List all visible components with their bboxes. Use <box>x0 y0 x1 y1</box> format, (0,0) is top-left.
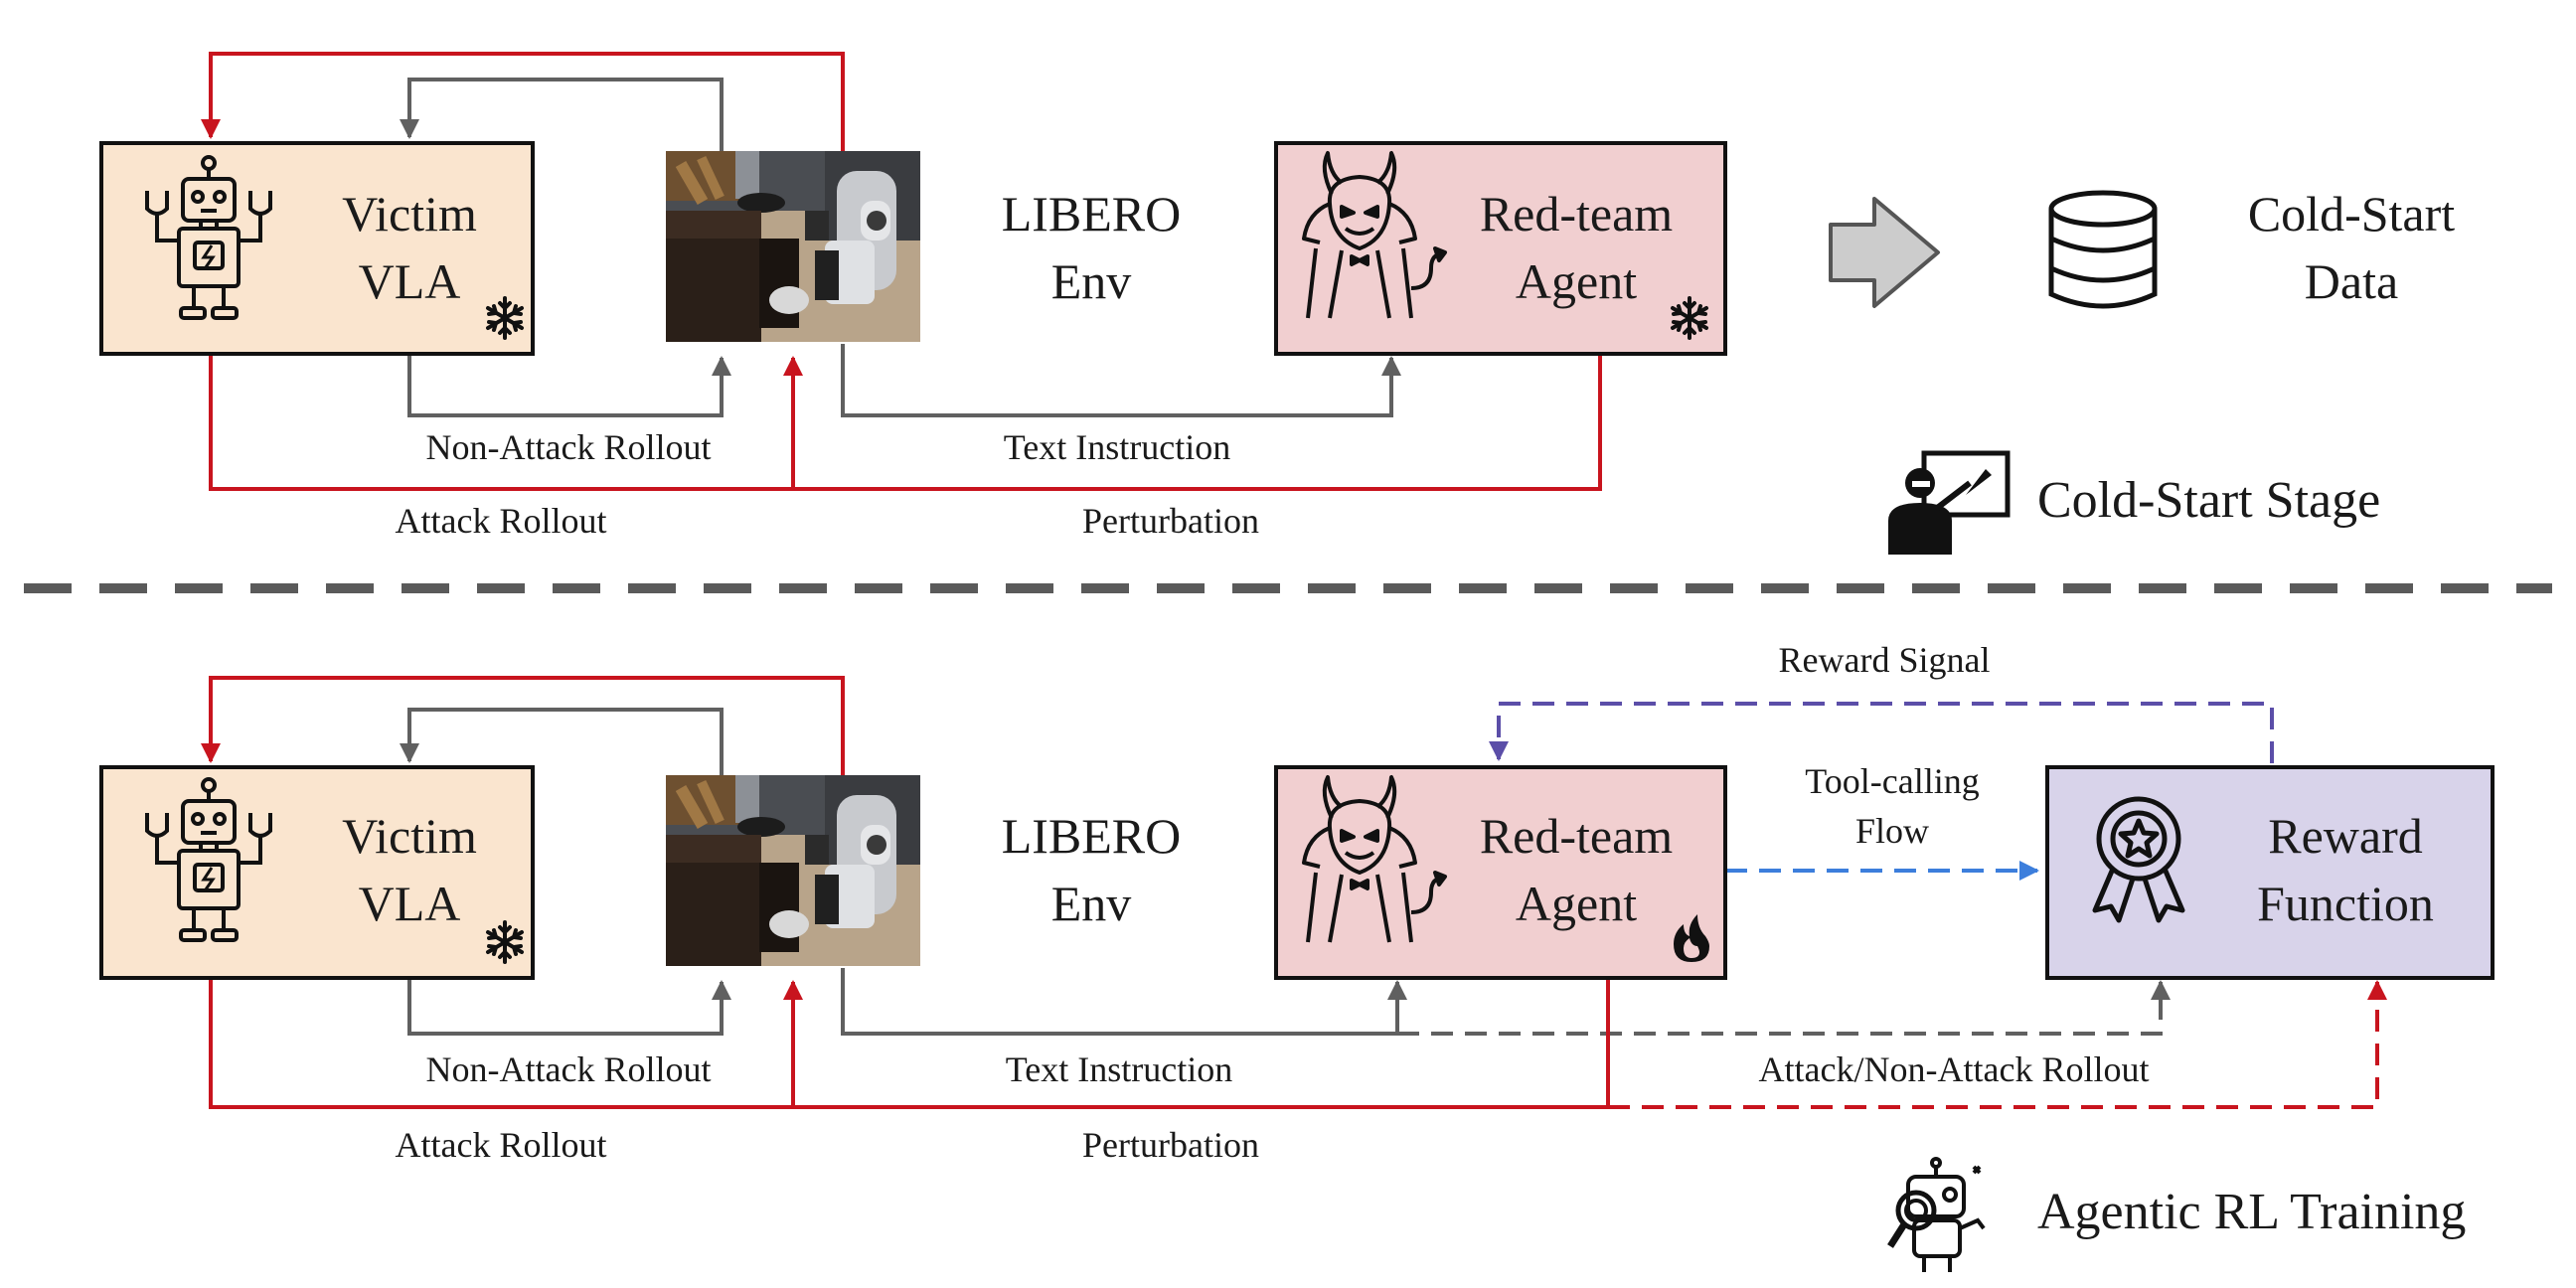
cold-non-attack-rollout-arrow <box>407 354 731 417</box>
cold-victim-line2: VLA <box>359 253 461 309</box>
teacher-icon <box>1888 453 2008 555</box>
cold-attack-rollout-label: Attack Rollout <box>396 501 607 541</box>
rl-env-observation-arrow <box>400 708 724 775</box>
cold-start-stage-title: Cold-Start Stage <box>2037 472 2380 529</box>
robot-magnifier-icon <box>1890 1159 1984 1272</box>
cold-text-instruction-arrow <box>841 344 1401 417</box>
rl-non-attack-rollout-arrow <box>407 978 731 1036</box>
rl-attack-rollout-arrow <box>209 978 2387 1109</box>
right-arrow-icon <box>1829 197 1940 308</box>
rl-victim-line2: VLA <box>359 876 461 931</box>
cold-redteam-line1: Red-team <box>1480 186 1673 242</box>
cold-data-line1: Cold-Start <box>2248 186 2455 242</box>
cold-victim-vla-box: Victim VLA <box>99 141 535 356</box>
rl-redteam-line2: Agent <box>1516 876 1637 931</box>
rl-reward-line1: Reward <box>2268 808 2423 864</box>
cold-redteam-agent-box: Red-team Agent <box>1274 141 1727 356</box>
cold-env-observation-arrow <box>400 78 724 151</box>
rl-training-stage-title: Agentic RL Training <box>2037 1184 2466 1240</box>
cold-env-line2: Env <box>1051 253 1132 309</box>
rl-non-attack-rollout-label: Non-Attack Rollout <box>426 1049 712 1089</box>
rl-env-line2: Env <box>1051 876 1132 931</box>
rl-redteam-agent-box: Red-team Agent <box>1274 765 1727 980</box>
rl-attack-non-attack-rollout-label: Attack/Non-Attack Rollout <box>1759 1049 2150 1089</box>
rl-env-line1: LIBERO <box>1002 808 1182 864</box>
cold-non-attack-rollout-label: Non-Attack Rollout <box>426 427 712 467</box>
rl-victim-line1: Victim <box>342 808 477 864</box>
cold-victim-line1: Victim <box>342 186 477 242</box>
rl-reward-signal-label: Reward Signal <box>1779 640 1991 680</box>
rl-redteam-line1: Red-team <box>1480 808 1673 864</box>
cold-attack-rollout-arrow <box>209 354 1602 491</box>
rl-tool-calling-label-1: Tool-calling <box>1805 761 1979 801</box>
rl-tool-calling-label-2: Flow <box>1855 811 1929 851</box>
cold-redteam-feedback-arrow <box>201 52 845 151</box>
rl-reward-signal-arrow <box>1489 702 2274 763</box>
rl-attack-non-attack-rollout-arrow <box>1397 980 2171 1036</box>
cold-perturbation-label: Perturbation <box>1082 501 1259 541</box>
rl-reward-function-box: Reward Function <box>2045 765 2495 980</box>
rl-text-instruction-arrow <box>841 968 1407 1036</box>
cold-redteam-line2: Agent <box>1516 253 1637 309</box>
rl-attack-rollout-label: Attack Rollout <box>396 1125 607 1165</box>
rl-perturbation-label: Perturbation <box>1082 1125 1259 1165</box>
cold-start-section: Victim VLA LIBERO Env Red-team Agent Col… <box>99 52 2455 555</box>
cold-env-line1: LIBERO <box>1002 186 1182 242</box>
cold-text-instruction-label: Text Instruction <box>1004 427 1230 467</box>
rl-redteam-feedback-arrow <box>201 676 845 775</box>
rl-reward-line2: Function <box>2257 876 2434 931</box>
rl-text-instruction-label: Text Instruction <box>1006 1049 1232 1089</box>
rl-training-section: Victim VLA LIBERO Env Red-team Agent Rew… <box>99 640 2495 1272</box>
cold-data-line2: Data <box>2305 253 2398 309</box>
database-icon <box>2051 193 2155 306</box>
libero-scene-image <box>666 151 920 342</box>
libero-scene-image <box>666 775 920 966</box>
rl-victim-vla-box: Victim VLA <box>99 765 535 980</box>
